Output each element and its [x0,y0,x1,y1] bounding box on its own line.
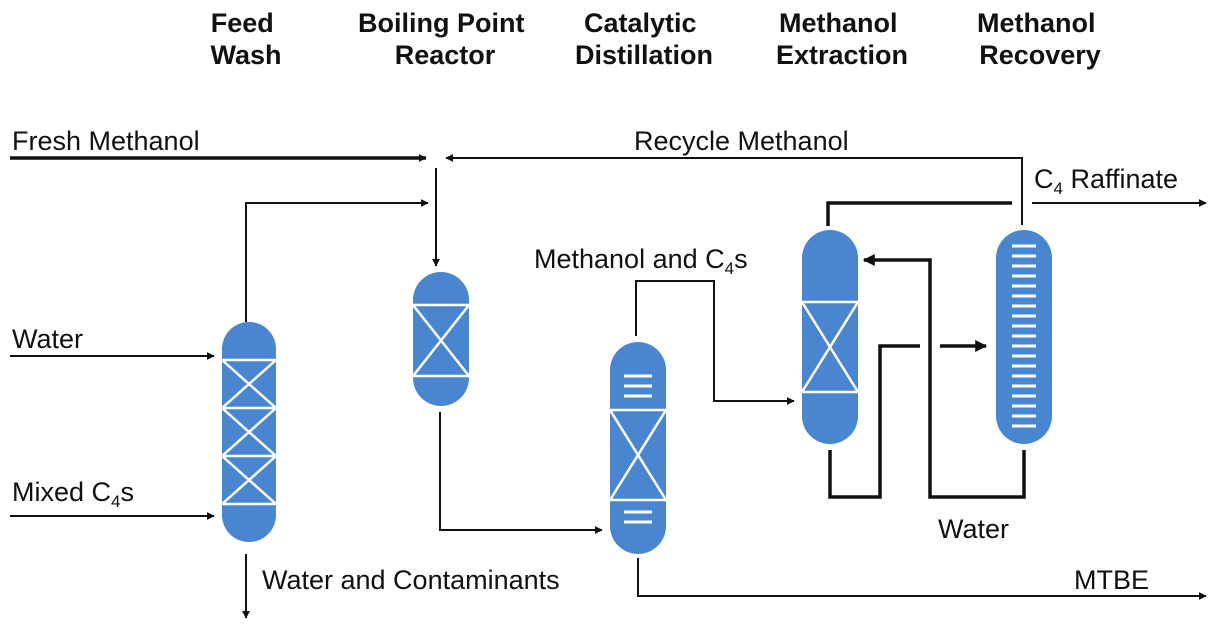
reactor-to-distillation-line [439,412,603,534]
recycle-methanol-line [445,154,1023,225]
recycle-methanol-label: Recycle Methanol [634,126,849,156]
methanol-recovery-column [996,230,1052,444]
c4-raffinate-label: C4 Raffinate [1034,164,1178,198]
stage-header-methanol-recovery: Methanol Recovery [977,8,1103,70]
methanol-and-c4s-label: Methanol and C4s [534,244,748,278]
water-recycle-line [862,254,1026,499]
stage-header-boiling-point-reactor: Boiling Point Reactor [358,8,532,70]
feed-wash-column [221,322,277,542]
fresh-methanol-label: Fresh Methanol [12,126,200,156]
mtbe-label: MTBE [1074,565,1149,595]
extraction-overhead-line [826,201,1012,226]
stage-header-catalytic-distillation: Catalytic Distillation [575,8,713,70]
mtbe-product-line [637,558,1207,600]
washed-c4-to-reactor-line [245,199,429,322]
water-and-contaminants-label: Water and Contaminants [262,565,560,595]
mixed-c4s-label: Mixed C4s [12,477,134,511]
methanol-c4s-line [635,280,795,405]
water-recycle-label: Water [938,514,1009,544]
boiling-point-reactor-vessel [412,272,470,406]
stage-header-feed-wash: Feed Wash [210,8,281,70]
catalytic-distillation-column [608,342,668,554]
stage-header-methanol-extraction: Methanol Extraction [776,8,908,70]
extract-to-recovery-line-a [828,344,920,499]
water-feed-label: Water [12,324,83,354]
methanol-extraction-column [800,230,860,444]
